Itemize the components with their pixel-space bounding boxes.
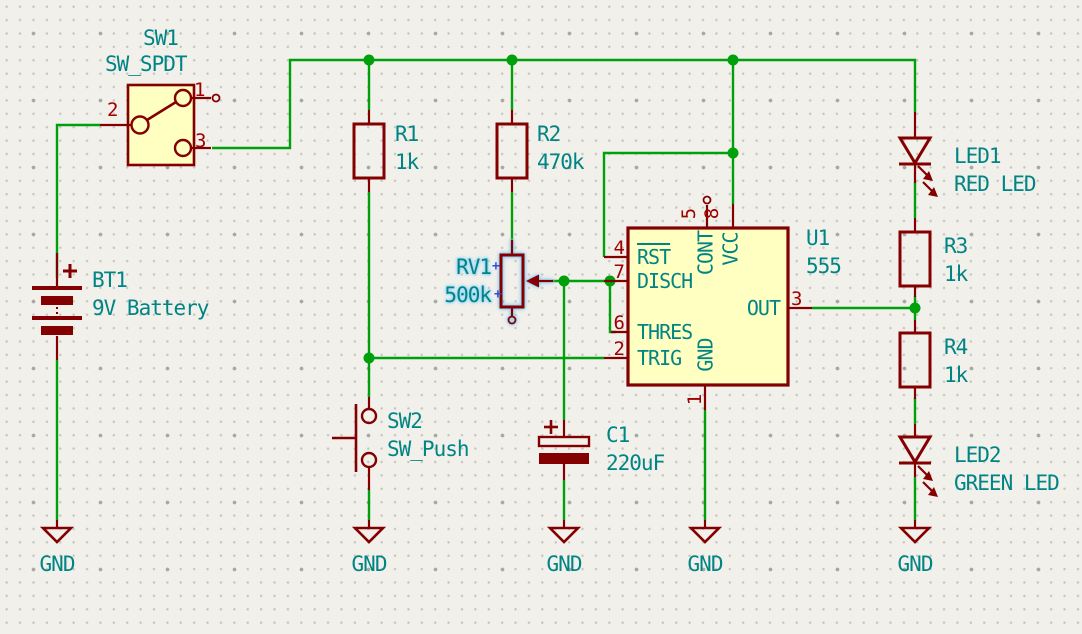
r2-reference[interactable]: R2 bbox=[537, 122, 561, 146]
r4-reference[interactable]: R4 bbox=[944, 335, 968, 359]
sw1-value[interactable]: SW_SPDT bbox=[105, 52, 188, 76]
wire-top-rail[interactable] bbox=[212, 58, 917, 150]
u1-pin-number-5: 5 bbox=[678, 208, 701, 220]
u1-pin-name-rst: RST bbox=[637, 245, 671, 269]
bt1-value[interactable]: 9V Battery bbox=[92, 296, 209, 320]
u1-555-symbol[interactable] bbox=[604, 195, 812, 411]
gnd-label[interactable]: GND bbox=[687, 552, 724, 576]
selection-plus-mark: + bbox=[494, 287, 502, 302]
gnd-symbol bbox=[351, 520, 387, 544]
u1-pin-name-cont: CONT bbox=[693, 230, 718, 276]
gnd-label[interactable]: GND bbox=[546, 552, 583, 576]
rv1-reference[interactable]: RV1 bbox=[456, 255, 492, 279]
junction-dot bbox=[558, 275, 570, 287]
led1-symbol[interactable] bbox=[897, 112, 938, 197]
selection-plus-mark: + bbox=[492, 259, 500, 274]
wire-battery-to-sw1[interactable] bbox=[55, 123, 100, 278]
u1-pin-number-3: 3 bbox=[791, 288, 802, 310]
u1-pin-name-thres: THRES bbox=[637, 320, 693, 344]
gnd-symbol bbox=[897, 520, 933, 544]
led2-reference[interactable]: LED2 bbox=[954, 443, 1002, 467]
gnd-symbol bbox=[546, 520, 582, 544]
r1-reference[interactable]: R1 bbox=[395, 122, 419, 146]
wire-layer[interactable] bbox=[55, 58, 917, 520]
rv1-value[interactable]: 500k bbox=[444, 283, 492, 307]
u1-reference[interactable]: U1 bbox=[806, 226, 830, 250]
u1-pin-number-6: 6 bbox=[613, 312, 625, 334]
c1-value[interactable]: 220uF bbox=[606, 451, 665, 475]
sw1-pin-number-3: 3 bbox=[195, 130, 206, 152]
r1-value[interactable]: 1k bbox=[395, 150, 419, 174]
rv1-potentiometer-symbol[interactable] bbox=[499, 240, 553, 325]
gnd-symbol bbox=[39, 520, 75, 544]
wiper-arrow-icon bbox=[526, 274, 539, 288]
r3-resistor-symbol[interactable] bbox=[898, 218, 932, 297]
battery-plus-icon bbox=[63, 264, 77, 278]
u1-pin-name-gnd: GND bbox=[693, 338, 718, 372]
r1-resistor-symbol[interactable] bbox=[352, 110, 386, 192]
r2-resistor-symbol[interactable] bbox=[495, 110, 529, 192]
sw1-pin-number-2: 2 bbox=[107, 99, 118, 121]
u1-pin-number-8: 8 bbox=[701, 208, 724, 220]
gnd-symbols[interactable] bbox=[39, 520, 933, 544]
u1-pin-name-trig: TRIG bbox=[637, 346, 682, 370]
u1-pin-number-7: 7 bbox=[613, 261, 625, 283]
sw2-reference[interactable]: SW2 bbox=[387, 409, 423, 433]
junction-dot bbox=[727, 147, 739, 159]
led1-value[interactable]: RED LED bbox=[954, 172, 1037, 196]
gnd-label[interactable]: GND bbox=[897, 552, 934, 576]
u1-pin-name-disch: DISCH bbox=[637, 269, 693, 293]
led1-reference[interactable]: LED1 bbox=[954, 144, 1002, 168]
r2-value[interactable]: 470k bbox=[537, 150, 585, 174]
c1-capacitor-symbol[interactable] bbox=[537, 420, 591, 480]
r4-resistor-symbol[interactable] bbox=[898, 320, 932, 399]
sw1-pin-number-1: 1 bbox=[194, 79, 205, 101]
gnd-label[interactable]: GND bbox=[39, 552, 76, 576]
unconnected-pin-circle bbox=[211, 93, 221, 103]
bt1-reference[interactable]: BT1 bbox=[92, 268, 128, 292]
u1-pin-name-out: OUT bbox=[746, 296, 781, 320]
gnd-label[interactable]: GND bbox=[351, 552, 388, 576]
r4-value[interactable]: 1k bbox=[944, 363, 968, 387]
unconnected-pin-circle bbox=[702, 195, 712, 205]
junction-dot bbox=[727, 54, 739, 66]
bt1-battery-symbol[interactable] bbox=[32, 253, 82, 360]
sw2-value[interactable]: SW_Push bbox=[387, 437, 470, 461]
u1-pin-number-2: 2 bbox=[613, 338, 625, 360]
u1-pin-number-1: 1 bbox=[684, 394, 707, 406]
junction-dot bbox=[506, 54, 518, 66]
junction-dots bbox=[363, 54, 921, 364]
gnd-symbol bbox=[687, 520, 723, 544]
led-emission-arrows-icon bbox=[917, 165, 938, 197]
u1-pin-name-vcc: VCC bbox=[718, 232, 743, 266]
r3-reference[interactable]: R3 bbox=[944, 234, 968, 258]
junction-dot bbox=[909, 302, 921, 314]
sw1-reference[interactable]: SW1 bbox=[143, 26, 179, 50]
led-emission-arrows-icon bbox=[917, 465, 938, 497]
led2-value[interactable]: GREEN LED bbox=[954, 471, 1060, 495]
r3-value[interactable]: 1k bbox=[944, 262, 968, 286]
sw2-push-symbol[interactable] bbox=[332, 397, 378, 490]
unconnected-pin-circle bbox=[507, 315, 517, 325]
capacitor-plus-icon bbox=[544, 420, 558, 434]
sw1-spdt-symbol[interactable] bbox=[100, 83, 221, 167]
junction-dot bbox=[363, 352, 375, 364]
led2-symbol[interactable] bbox=[897, 424, 938, 497]
u1-value[interactable]: 555 bbox=[806, 254, 842, 278]
c1-reference[interactable]: C1 bbox=[606, 423, 630, 447]
u1-pin-number-4: 4 bbox=[613, 237, 625, 259]
junction-dot bbox=[363, 54, 375, 66]
wire-rst[interactable] bbox=[602, 151, 733, 257]
